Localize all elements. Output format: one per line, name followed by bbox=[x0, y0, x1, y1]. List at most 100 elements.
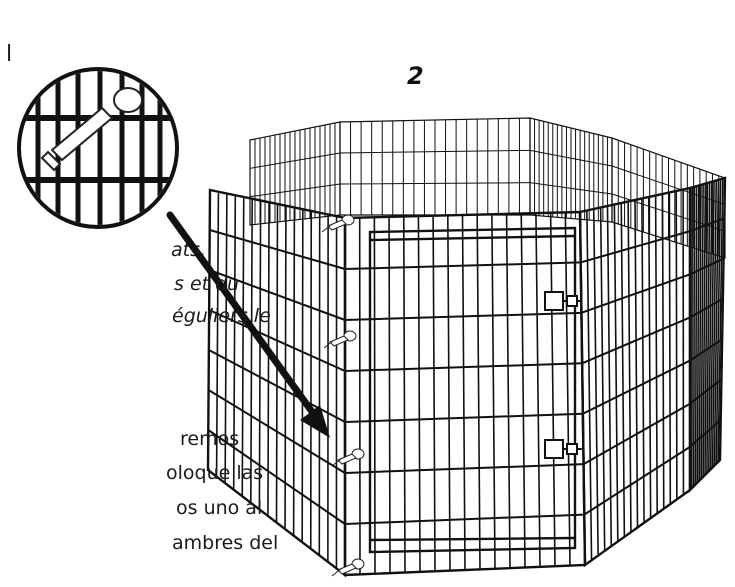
panel-vertical-wire bbox=[309, 210, 313, 550]
panel-horizontal-wire bbox=[344, 261, 582, 270]
panel-clip bbox=[331, 448, 365, 467]
text-fragment-spanish-2: oloque las bbox=[166, 462, 264, 484]
arrow-shaft bbox=[166, 211, 322, 424]
panel-vertical-wire bbox=[694, 185, 698, 486]
panel-horizontal-wire bbox=[689, 338, 724, 362]
panel-horizontal-wire bbox=[344, 412, 584, 423]
panel-vertical-wire bbox=[549, 211, 556, 568]
panel-vertical-wire bbox=[564, 211, 571, 567]
panel-vertical-wire bbox=[586, 209, 593, 562]
panel-vertical-wire bbox=[706, 181, 711, 474]
panel-clips bbox=[321, 214, 365, 577]
door-bottom-rail bbox=[368, 536, 577, 542]
panel-vertical-wire bbox=[267, 201, 270, 517]
text-fragment-french-2: s et du bbox=[174, 273, 240, 295]
panel-vertical-wire bbox=[711, 179, 718, 469]
pen-panel bbox=[343, 210, 587, 577]
latch-keeper bbox=[566, 443, 578, 455]
panel-vertical-wire bbox=[700, 183, 704, 480]
panel-vertical-wire bbox=[250, 197, 253, 504]
panel-vertical-wire bbox=[613, 203, 619, 543]
panel-vertical-wire bbox=[224, 192, 228, 484]
panel-vertical-wire bbox=[713, 179, 720, 467]
panel-vertical-wire bbox=[258, 199, 262, 511]
latch-keeper bbox=[566, 295, 578, 307]
door-top-rail bbox=[368, 234, 577, 242]
panel-horizontal-wire bbox=[581, 316, 691, 365]
panel-vertical-wire bbox=[696, 184, 700, 484]
panel-vertical-wire bbox=[599, 206, 606, 552]
clip-tab bbox=[327, 219, 347, 231]
door-latch bbox=[544, 291, 582, 311]
panel-horizontal-wire bbox=[529, 182, 613, 195]
panel-vertical-wire bbox=[715, 178, 722, 465]
panel-vertical-wire bbox=[520, 212, 526, 569]
clip-tip bbox=[323, 339, 335, 349]
panel-vertical-wire bbox=[476, 213, 481, 571]
panel-vertical-wire bbox=[432, 214, 436, 573]
panel-vertical-wire bbox=[704, 182, 709, 476]
panel-horizontal-wire bbox=[208, 229, 346, 270]
pen-panel bbox=[578, 186, 692, 568]
pen-panel bbox=[688, 176, 727, 493]
panel-horizontal-wire bbox=[529, 149, 613, 167]
panel-vertical-wire bbox=[692, 185, 696, 488]
panel-vertical-wire bbox=[620, 202, 626, 538]
panel-horizontal-wire bbox=[689, 257, 725, 276]
panel-vertical-wire bbox=[707, 180, 713, 473]
panel-horizontal-wire bbox=[207, 349, 346, 423]
magnified-clip bbox=[40, 87, 143, 172]
text-fragment-french-1: ats, bbox=[171, 239, 207, 261]
clip-tip bbox=[331, 457, 343, 467]
magnified-clip-tip bbox=[40, 150, 62, 172]
panel-vertical-wire bbox=[702, 182, 707, 478]
door-latch bbox=[544, 439, 582, 459]
panel-vertical-wire bbox=[505, 213, 511, 569]
panel-vertical-wire bbox=[654, 194, 658, 515]
panel-clip bbox=[321, 214, 355, 233]
panel-horizontal-wire bbox=[208, 309, 346, 372]
panel-horizontal-wire bbox=[689, 217, 726, 233]
panel-vertical-wire bbox=[402, 215, 406, 574]
magnifier-callout bbox=[17, 67, 179, 229]
panel-clip bbox=[323, 330, 357, 349]
panel-horizontal-wire bbox=[249, 152, 341, 169]
panel-horizontal-wire bbox=[207, 389, 346, 474]
clip-tab bbox=[337, 563, 357, 575]
panel-vertical-wire bbox=[675, 190, 678, 501]
panel-vertical-wire bbox=[301, 208, 304, 543]
text-fragment-spanish-1: remos bbox=[180, 428, 240, 450]
door-frame bbox=[368, 226, 577, 554]
magnified-clip-arm bbox=[50, 106, 114, 162]
panel-vertical-wire bbox=[241, 196, 245, 498]
panel-vertical-wire bbox=[373, 216, 376, 575]
panel-horizontal-wire bbox=[611, 165, 726, 206]
panel-horizontal-wire bbox=[581, 359, 691, 415]
text-fragment-spanish-3: os uno al bbox=[176, 497, 263, 519]
panel-horizontal-wire bbox=[689, 418, 722, 448]
panel-horizontal-wire bbox=[339, 149, 531, 154]
step-number: 2 bbox=[407, 62, 424, 90]
panel-vertical-wire bbox=[668, 191, 672, 505]
text-fragment-french-3: éguliers le bbox=[172, 305, 271, 327]
callout-arrow bbox=[166, 211, 330, 438]
panel-vertical-wire bbox=[461, 214, 466, 571]
panel-vertical-wire bbox=[491, 213, 496, 570]
clip-tab bbox=[337, 453, 357, 465]
panel-horizontal-wire bbox=[689, 297, 724, 319]
panel-vertical-wire bbox=[535, 212, 541, 568]
panel-vertical-wire bbox=[284, 204, 287, 530]
panel-horizontal-wire bbox=[208, 269, 346, 321]
panel-horizontal-wire bbox=[344, 362, 584, 372]
panel-vertical-wire bbox=[388, 216, 391, 574]
panel-vertical-wire bbox=[634, 199, 639, 529]
panel-horizontal-wire bbox=[344, 513, 586, 525]
panel-vertical-wire bbox=[709, 180, 715, 471]
panel-vertical-wire bbox=[647, 196, 652, 519]
clip-tip bbox=[331, 567, 343, 577]
pen-panel bbox=[529, 117, 613, 223]
panel-horizontal-wire bbox=[344, 463, 585, 474]
wire-pen-drawing bbox=[206, 117, 727, 578]
panel-vertical-wire bbox=[417, 215, 421, 573]
